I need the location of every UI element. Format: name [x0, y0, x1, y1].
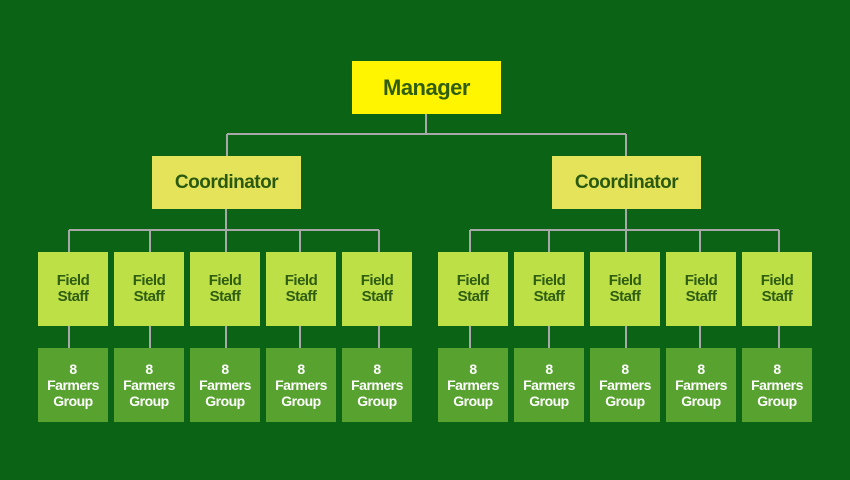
group-label: Group — [605, 393, 645, 409]
field-staff-label: Field — [56, 272, 90, 289]
group-label: Farmers — [751, 377, 803, 393]
coordinator-label: Coordinator — [574, 171, 679, 193]
manager-node: Manager — [352, 61, 501, 114]
group-label: Farmers — [523, 377, 575, 393]
field-staff-label: Field — [208, 272, 242, 289]
group-label: Farmers — [123, 377, 175, 393]
group-label: Farmers — [275, 377, 327, 393]
group-count: 8 — [297, 361, 305, 377]
group-label: Group — [281, 393, 321, 409]
group-label: Farmers — [199, 377, 251, 393]
group-label: Group — [681, 393, 721, 409]
group-count: 8 — [373, 361, 381, 377]
group-label: Group — [129, 393, 169, 409]
group-count: 8 — [69, 361, 77, 377]
group-count: 8 — [621, 361, 629, 377]
field-staff-label: Field — [456, 272, 490, 289]
field-staff-label: Field — [284, 272, 318, 289]
group-label: Farmers — [675, 377, 727, 393]
group-count: 8 — [221, 361, 229, 377]
coordinator-node: Coordinator — [152, 156, 301, 209]
group-label: Farmers — [351, 377, 403, 393]
field-staff-label: Staff — [761, 288, 793, 305]
group-label: Farmers — [47, 377, 99, 393]
group-label: Group — [529, 393, 569, 409]
group-count: 8 — [545, 361, 553, 377]
coordinator-node: Coordinator — [552, 156, 701, 209]
field-staff-label: Staff — [457, 288, 489, 305]
group-count: 8 — [469, 361, 477, 377]
manager-label: Manager — [383, 74, 470, 100]
field-staff-label: Field — [608, 272, 642, 289]
field-staff-label: Field — [132, 272, 166, 289]
field-staff-label: Staff — [57, 288, 89, 305]
group-count: 8 — [145, 361, 153, 377]
group-count: 8 — [773, 361, 781, 377]
group-label: Group — [205, 393, 245, 409]
field-staff-label: Field — [760, 272, 794, 289]
field-staff-label: Staff — [361, 288, 393, 305]
group-label: Farmers — [447, 377, 499, 393]
field-staff-label: Field — [360, 272, 394, 289]
field-staff-label: Staff — [209, 288, 241, 305]
field-staff-label: Staff — [285, 288, 317, 305]
coordinator-label: Coordinator — [174, 171, 279, 193]
group-count: 8 — [697, 361, 705, 377]
field-staff-label: Staff — [685, 288, 717, 305]
group-label: Group — [757, 393, 797, 409]
field-staff-label: Field — [532, 272, 566, 289]
group-label: Farmers — [599, 377, 651, 393]
group-label: Group — [357, 393, 397, 409]
group-label: Group — [453, 393, 493, 409]
field-staff-label: Staff — [609, 288, 641, 305]
group-label: Group — [53, 393, 93, 409]
field-staff-label: Staff — [533, 288, 565, 305]
field-staff-label: Staff — [133, 288, 165, 305]
field-staff-label: Field — [684, 272, 718, 289]
